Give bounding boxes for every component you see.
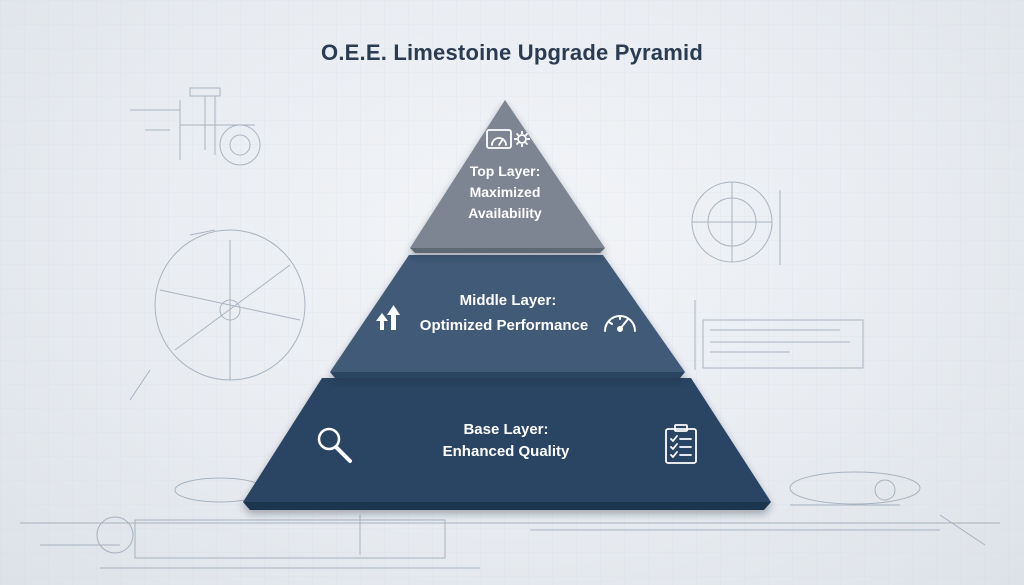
top-layer-line-1: Top Layer: [470,163,541,179]
checklist-icon [665,424,697,464]
magnifier-icon [317,427,352,463]
middle-layer-line-1: Middle Layer: [460,292,557,309]
top-layer-edge [410,248,605,253]
top-layer-line-3: Availability [468,205,542,221]
middle-layer-line-2: Optimized Performance [420,317,588,334]
page-title: O.E.E. Limestoine Upgrade Pyramid [321,40,703,65]
speedometer-icon [604,315,636,332]
base-layer-edge [243,502,771,510]
base-layer-line-1: Base Layer: [463,421,548,438]
top-layer-line-2: Maximized [470,184,541,200]
middle-layer-shape [330,255,685,372]
gauge-icon [486,129,512,149]
middle-layer: Middle Layer: Optimized Performance [330,255,685,378]
top-layer-shape [410,100,605,248]
arrows-up-icon [376,305,400,330]
gear-icon [514,131,530,147]
middle-layer-edge [330,372,685,378]
base-layer: Base Layer: Enhanced Quality [243,378,771,510]
top-layer: Top Layer: Maximized Availability [410,100,605,253]
base-layer-line-2: Enhanced Quality [443,443,570,460]
base-layer-shape [243,378,771,502]
